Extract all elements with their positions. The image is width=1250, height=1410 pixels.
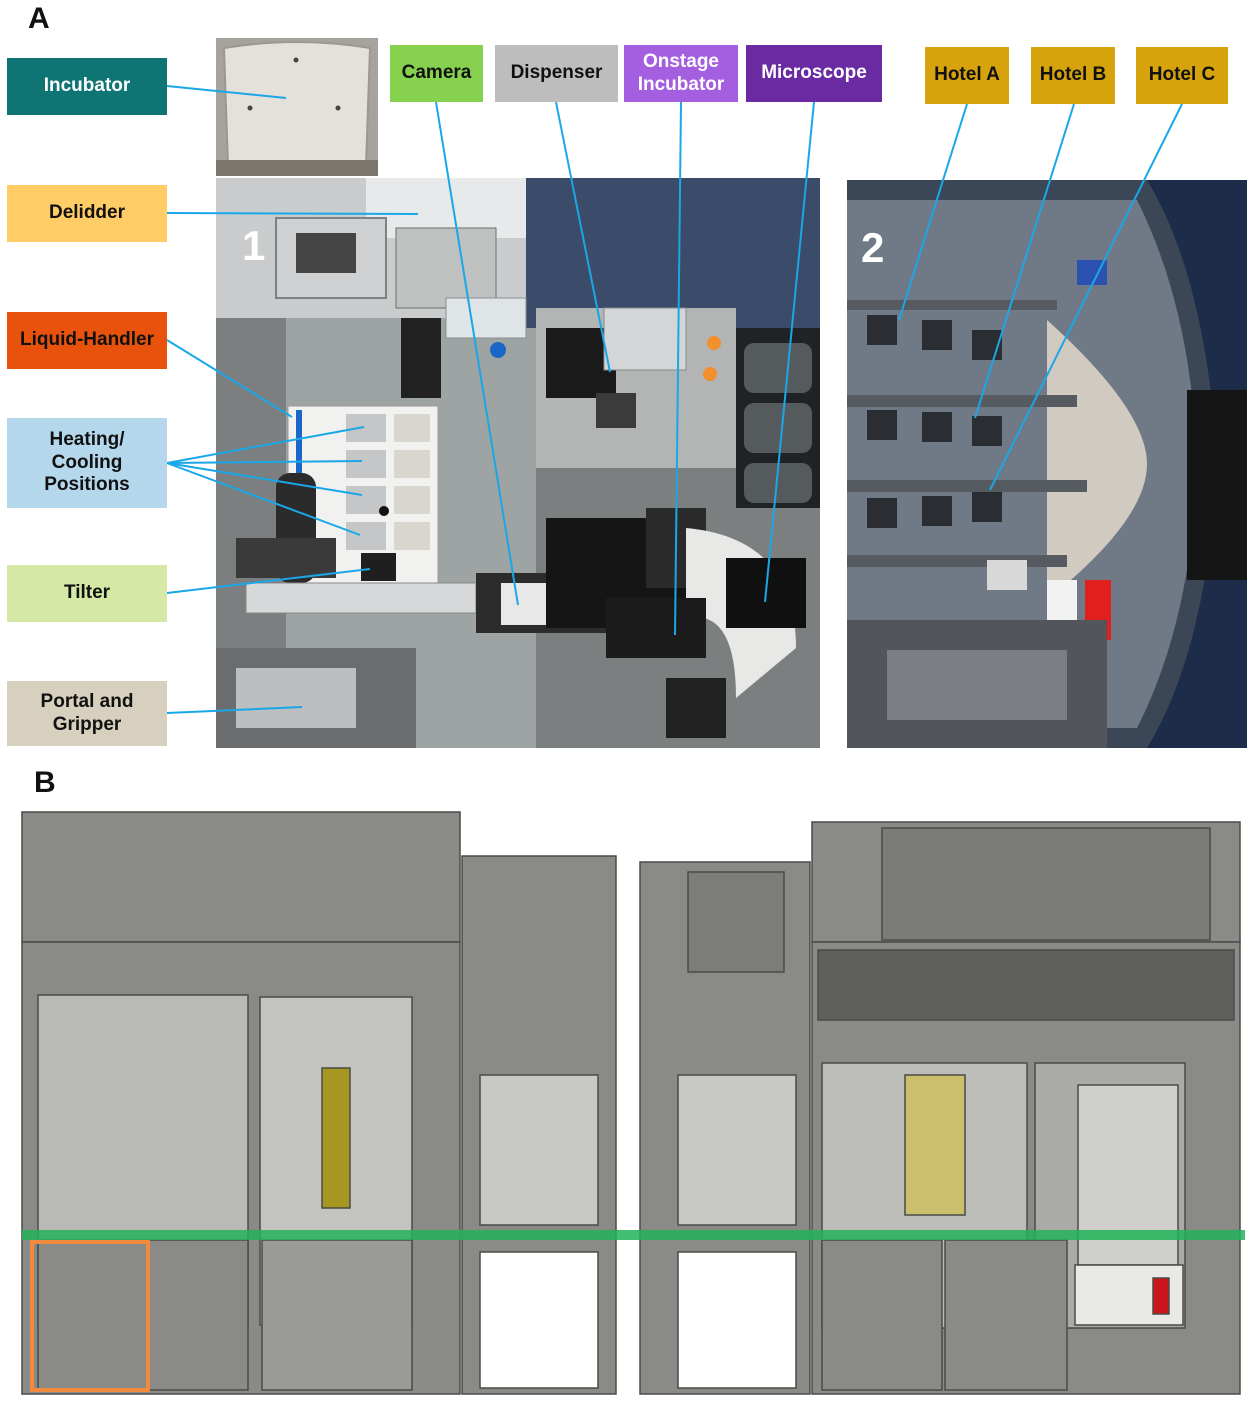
label-liquid-handler: Liquid-Handler [7, 312, 167, 369]
cad-center-lower-bay [261, 1239, 413, 1391]
cad-microscope-left [321, 1067, 351, 1209]
incubator-photo [216, 38, 378, 176]
label-portal-and-gripper: Portal and Gripper [7, 681, 167, 746]
photo-number-1: 1 [242, 222, 266, 269]
label-incubator: Incubator [7, 58, 167, 115]
label-hotel-c: Hotel C [1136, 47, 1228, 104]
cad-front-elevation [21, 811, 1245, 1395]
cad-right-middle-panel [687, 871, 785, 973]
label-microscope: Microscope [746, 45, 882, 102]
cad-left-lower-door [37, 1239, 249, 1391]
label-camera: Camera [390, 45, 483, 102]
label-hotel-b: Hotel B [1031, 47, 1115, 104]
label-tilter: Tilter [7, 565, 167, 622]
label-onstage-incubator: Onstage Incubator [624, 45, 738, 102]
cad-right-middle-window-lower [677, 1251, 797, 1389]
cad-right-middle-window-upper [677, 1074, 797, 1226]
panel-letter-a: A [28, 2, 50, 35]
label-hotel-a: Hotel A [925, 47, 1009, 104]
panel-letter-b: B [34, 766, 56, 799]
cad-middle-window-upper [479, 1074, 599, 1226]
workcell-photo-1: 1 [216, 178, 820, 748]
cad-left-top-housing [21, 811, 461, 943]
cad-right-vent-panel [881, 827, 1211, 941]
label-heating-cooling-positions: Heating/ Cooling Positions [7, 418, 167, 508]
cad-microscope-right [904, 1074, 966, 1216]
label-delidder: Delidder [7, 185, 167, 242]
cad-middle-window-lower [479, 1251, 599, 1389]
cad-right-lower-mid-door [944, 1239, 1068, 1391]
cad-right-dark-band [817, 949, 1235, 1021]
photo-number-2: 2 [861, 224, 885, 271]
cad-highlight-orange [30, 1240, 150, 1392]
cad-right-lower-left-door [821, 1239, 943, 1391]
label-dispenser: Dispenser [495, 45, 618, 102]
cad-right-red-module [1152, 1277, 1170, 1315]
hotels-photo-2: 2 [847, 180, 1247, 748]
